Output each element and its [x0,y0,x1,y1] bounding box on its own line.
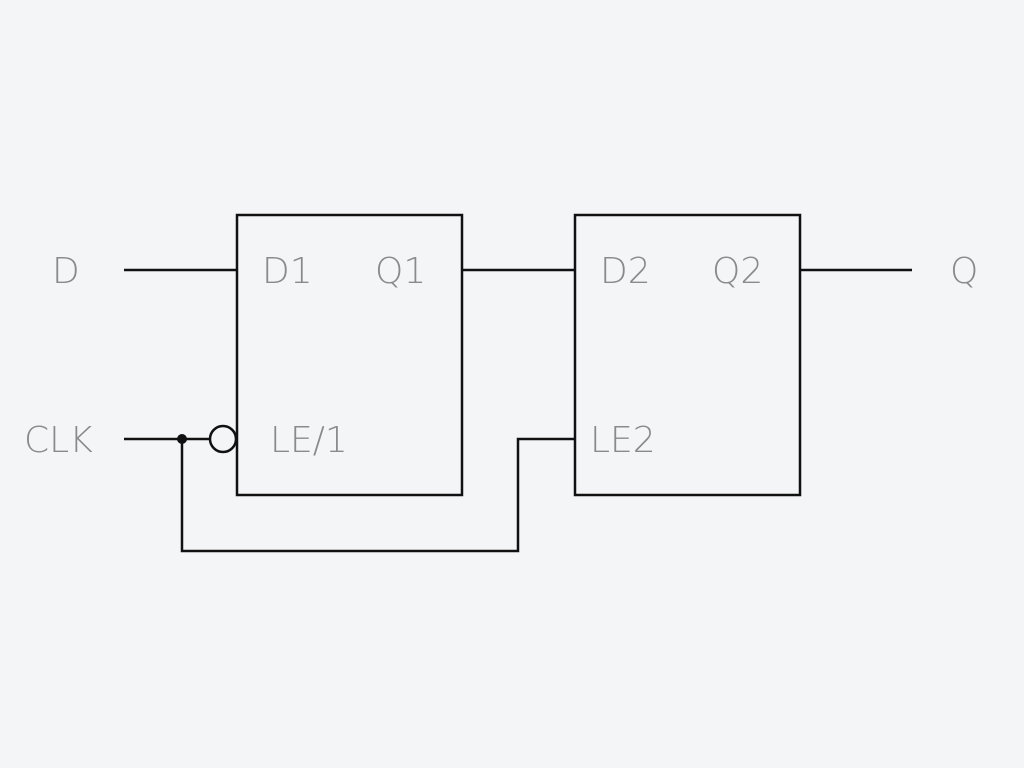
inverter-bubble [208,424,238,454]
latch-2-block [573,213,802,497]
output-q-label: Q [950,251,978,292]
latch-1-le-pin-label: LE/1 [270,420,348,461]
latch-2-d-pin-label: D2 [600,251,651,292]
latch-1-block [235,213,464,497]
latch-2-le-pin-label: LE2 [590,420,656,461]
latch-2-q-pin-label: Q2 [712,251,763,292]
input-d-label: D [52,251,80,292]
latch-1-d-pin-label: D1 [262,251,313,292]
clk-to-le2-wire [180,437,575,553]
input-clk-label: CLK [24,420,93,461]
latch-1-q-pin-label: Q1 [375,251,426,292]
